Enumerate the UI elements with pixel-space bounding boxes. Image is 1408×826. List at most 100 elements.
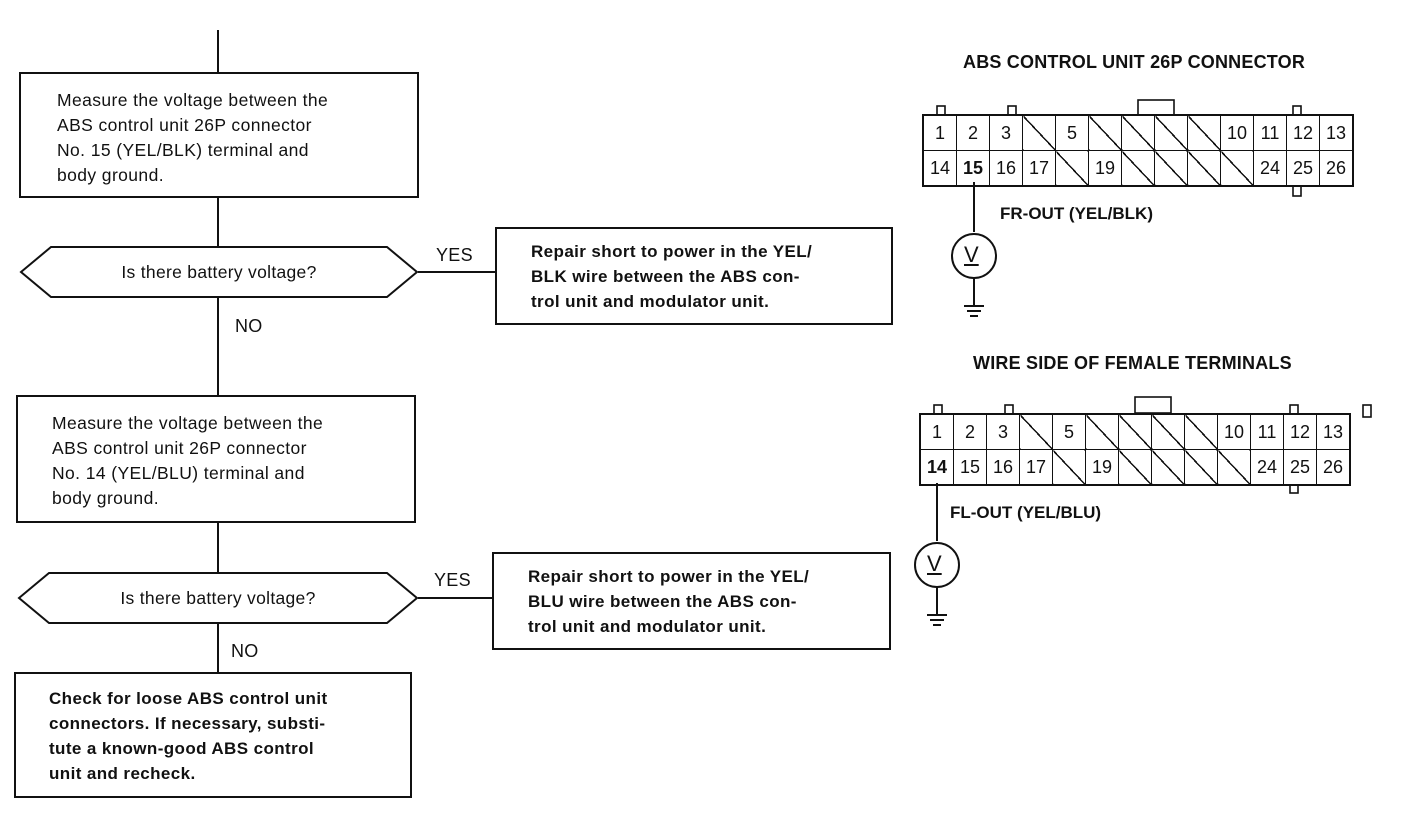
result1-line: Repair short to power in the YEL/ bbox=[531, 242, 813, 261]
bottom-probe-label: FL-OUT (YEL/BLU) bbox=[950, 503, 1102, 522]
terminal-19: 19 bbox=[1088, 150, 1122, 187]
terminal-3: 3 bbox=[989, 114, 1023, 151]
unused-terminal bbox=[1022, 114, 1056, 151]
terminal-26: 26 bbox=[1319, 150, 1354, 187]
result2-line: BLU wire between the ABS con- bbox=[528, 592, 797, 611]
terminal-11: 11 bbox=[1250, 413, 1284, 450]
connector-subtitle: WIRE SIDE OF FEMALE TERMINALS bbox=[973, 353, 1292, 373]
unused-terminal bbox=[1118, 413, 1152, 450]
terminal-26: 26 bbox=[1316, 449, 1351, 486]
bottom-meter-symbol: V bbox=[927, 551, 942, 576]
unused-terminal bbox=[1088, 114, 1122, 151]
terminal-17: 17 bbox=[1022, 150, 1056, 187]
unused-terminal bbox=[1151, 413, 1185, 450]
unused-terminal bbox=[1085, 413, 1119, 450]
terminal-12: 12 bbox=[1286, 114, 1320, 151]
step2-line: No. 14 (YEL/BLU) terminal and bbox=[52, 463, 305, 483]
terminal-24: 24 bbox=[1253, 150, 1287, 187]
step1-line: No. 15 (YEL/BLK) terminal and bbox=[57, 140, 309, 160]
unused-terminal bbox=[1154, 114, 1188, 151]
top-probe-label: FR-OUT (YEL/BLK) bbox=[1000, 204, 1153, 223]
terminal-16: 16 bbox=[986, 449, 1020, 486]
terminal-17: 17 bbox=[1019, 449, 1053, 486]
final-line: connectors. If necessary, substi- bbox=[49, 714, 326, 733]
flow-line-step1-decision1 bbox=[217, 196, 219, 248]
flow-line-decision1-step2 bbox=[217, 296, 219, 396]
terminal-24: 24 bbox=[1250, 449, 1284, 486]
terminal-11: 11 bbox=[1253, 114, 1287, 151]
unused-terminal bbox=[1118, 449, 1152, 486]
terminal-25: 25 bbox=[1283, 449, 1317, 486]
decision1-shape bbox=[19, 246, 419, 298]
decision1-diamond: Is there battery voltage? bbox=[19, 246, 419, 298]
final-box: Check for loose ABS control unit connect… bbox=[14, 672, 412, 798]
terminal-2: 2 bbox=[956, 114, 990, 151]
result1-line: trol unit and modulator unit. bbox=[531, 292, 770, 311]
terminal-13: 13 bbox=[1319, 114, 1354, 151]
step2-box: Measure the voltage between the ABS cont… bbox=[16, 395, 416, 523]
unused-terminal bbox=[1184, 449, 1218, 486]
terminal-15: 15 bbox=[956, 150, 990, 187]
unused-terminal bbox=[1151, 449, 1185, 486]
step2-line: ABS control unit 26P connector bbox=[52, 438, 307, 458]
terminal-3: 3 bbox=[986, 413, 1020, 450]
terminal-1: 1 bbox=[922, 114, 957, 151]
unused-terminal bbox=[1121, 114, 1155, 151]
terminal-10: 10 bbox=[1217, 413, 1251, 450]
flow-line-yes1 bbox=[418, 271, 496, 273]
terminal-5: 5 bbox=[1052, 413, 1086, 450]
step1-line: ABS control unit 26P connector bbox=[57, 115, 312, 135]
decision1-question: Is there battery voltage? bbox=[121, 261, 317, 282]
final-line: tute a known-good ABS control bbox=[49, 739, 315, 758]
result2-box: Repair short to power in the YEL/ BLU wi… bbox=[492, 552, 891, 650]
flow-line-decision2-final bbox=[217, 622, 219, 672]
step1-box: Measure the voltage between the ABS cont… bbox=[19, 72, 419, 198]
decision1-no-label: NO bbox=[235, 316, 263, 336]
step1-line: body ground. bbox=[57, 165, 164, 185]
terminal-14: 14 bbox=[919, 449, 954, 486]
terminal-13: 13 bbox=[1316, 413, 1351, 450]
final-line: unit and recheck. bbox=[49, 764, 196, 783]
terminal-14: 14 bbox=[922, 150, 957, 187]
step1-line: Measure the voltage between the bbox=[57, 90, 329, 110]
terminal-1: 1 bbox=[919, 413, 954, 450]
unused-terminal bbox=[1220, 150, 1254, 187]
terminal-19: 19 bbox=[1085, 449, 1119, 486]
step2-line: Measure the voltage between the bbox=[52, 413, 324, 433]
terminal-2: 2 bbox=[953, 413, 987, 450]
unused-terminal bbox=[1052, 449, 1086, 486]
decision2-yes-label: YES bbox=[434, 570, 471, 590]
terminal-10: 10 bbox=[1220, 114, 1254, 151]
unused-terminal bbox=[1154, 150, 1188, 187]
connector-title: ABS CONTROL UNIT 26P CONNECTOR bbox=[963, 52, 1306, 72]
flow-line-yes2 bbox=[418, 597, 494, 599]
step2-line: body ground. bbox=[52, 488, 159, 508]
terminal-5: 5 bbox=[1055, 114, 1089, 151]
unused-terminal bbox=[1019, 413, 1053, 450]
unused-terminal bbox=[1187, 150, 1221, 187]
terminal-12: 12 bbox=[1283, 413, 1317, 450]
top-voltmeter bbox=[951, 182, 997, 317]
final-line: Check for loose ABS control unit bbox=[49, 689, 328, 708]
flow-line-step2-decision2 bbox=[217, 522, 219, 572]
terminal-25: 25 bbox=[1286, 150, 1320, 187]
terminal-16: 16 bbox=[989, 150, 1023, 187]
terminal-15: 15 bbox=[953, 449, 987, 486]
unused-terminal bbox=[1055, 150, 1089, 187]
result1-line: BLK wire between the ABS con- bbox=[531, 267, 800, 286]
decision2-no-label: NO bbox=[231, 641, 259, 661]
decision2-question: Is there battery voltage? bbox=[120, 587, 316, 608]
result2-line: trol unit and modulator unit. bbox=[528, 617, 767, 636]
result2-line: Repair short to power in the YEL/ bbox=[528, 567, 810, 586]
top-connector-tabs bbox=[936, 99, 1302, 197]
unused-terminal bbox=[1184, 413, 1218, 450]
unused-terminal bbox=[1217, 449, 1251, 486]
